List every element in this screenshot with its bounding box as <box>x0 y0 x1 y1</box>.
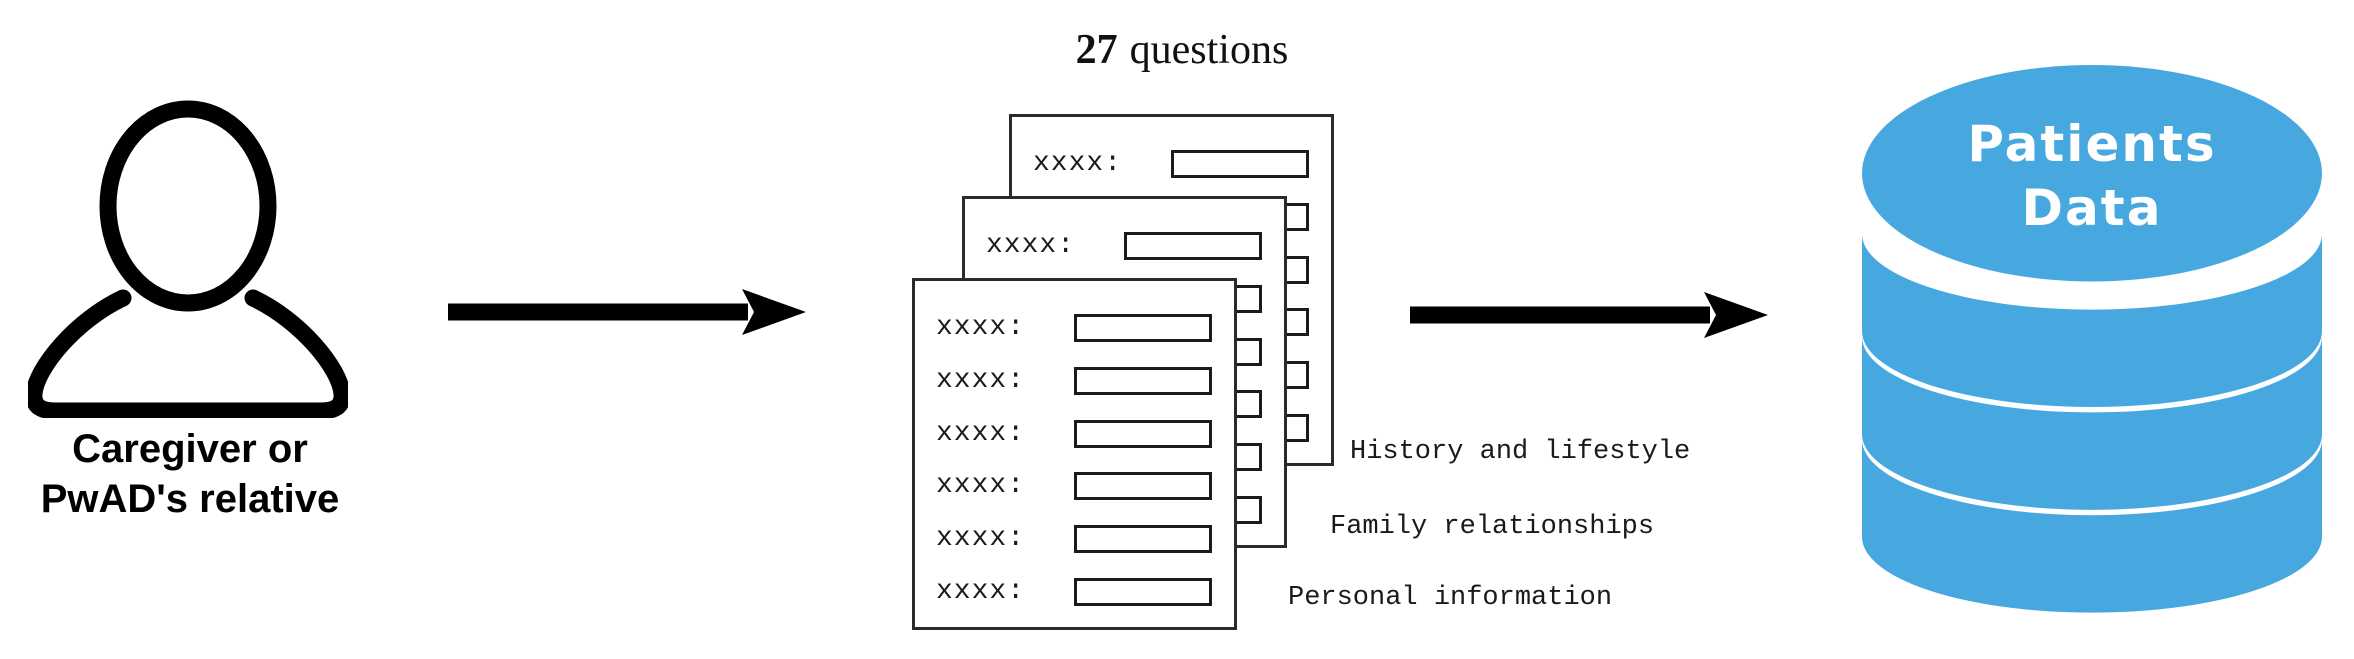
category-label-family: Family relationships <box>1330 512 1655 542</box>
actor-label-line1: Caregiver or <box>72 427 308 471</box>
form-field-row: xxxx: <box>915 578 1234 606</box>
form-field-input-box <box>1074 525 1212 554</box>
form-field-row: xxxx: <box>915 314 1234 342</box>
flow-arrow-right-icon <box>1410 292 1768 338</box>
questionnaire-form-front: xxxx: xxxx: xxxx: xxxx: xxxx: xxxx: <box>912 278 1237 630</box>
form-field-label: xxxx: <box>936 523 1026 555</box>
person-shoulders <box>28 289 348 418</box>
database-label-line1: Patients <box>1967 115 2217 173</box>
form-field-row: xxxx: <box>965 232 1284 260</box>
form-field-input-box <box>1171 150 1309 178</box>
form-field-row: xxxx: <box>915 470 1234 502</box>
form-field-input-box <box>1074 472 1212 501</box>
form-field-label: xxxx: <box>936 312 1026 343</box>
database-label: Patients Data <box>1862 112 2322 240</box>
form-field-label: xxxx: <box>936 576 1026 607</box>
database-icon <box>1862 65 2322 613</box>
database-band-3 <box>1862 439 2322 613</box>
actor-label-line2: PwAD's relative <box>40 477 340 521</box>
form-field-label: xxxx: <box>936 470 1026 502</box>
form-field-label: xxxx: <box>1033 148 1123 179</box>
question-count: 27 <box>1075 27 1118 73</box>
form-field-input-box <box>1074 366 1212 395</box>
form-field-label: xxxx: <box>986 230 1076 261</box>
database-band-2 <box>1862 336 2322 510</box>
form-field-label: xxxx: <box>936 417 1026 449</box>
category-label-personal: Personal information <box>1288 583 1613 613</box>
form-field-row: xxxx: <box>915 523 1234 555</box>
actor-label: Caregiver or PwAD's relative <box>0 424 380 524</box>
database-band-1 <box>1862 233 2322 407</box>
form-field-label: xxxx: <box>936 364 1026 396</box>
form-field-row: xxxx: <box>1012 150 1331 178</box>
flow-arrow-left-icon <box>448 289 806 335</box>
form-field-input-box <box>1124 232 1262 260</box>
database-label-line2: Data <box>2021 179 2163 237</box>
form-field-row: xxxx: <box>915 364 1234 396</box>
person-head <box>99 100 277 312</box>
form-field-input-box <box>1074 578 1212 606</box>
database-top-disk <box>1862 65 2322 282</box>
person-icon <box>28 100 348 418</box>
form-field-row: xxxx: <box>915 417 1234 449</box>
category-label-history: History and lifestyle <box>1350 437 1691 467</box>
form-field-input-box <box>1074 314 1212 342</box>
question-count-label: questions <box>1129 27 1289 73</box>
form-field-input-box <box>1074 419 1212 448</box>
